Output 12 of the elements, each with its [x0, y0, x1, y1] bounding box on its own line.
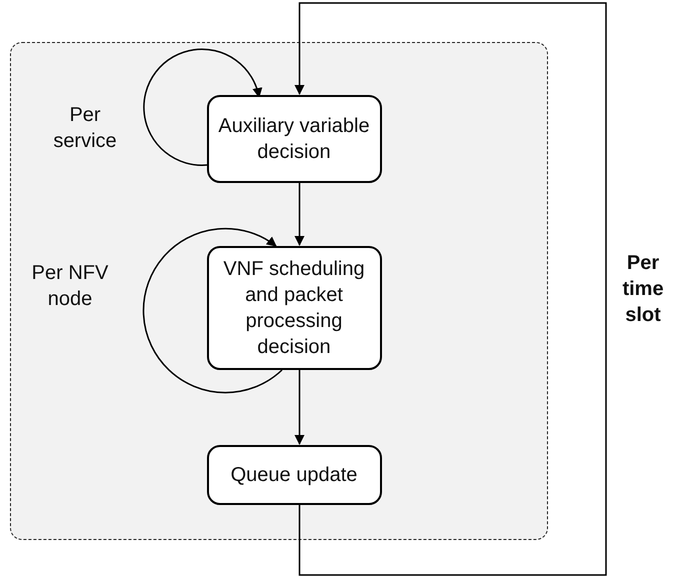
edge-label: Per NFV node [30, 261, 110, 312]
arrow [294, 183, 304, 246]
edge-label: Per time slot [621, 251, 665, 328]
arrow [294, 2, 607, 576]
group-background [10, 42, 548, 540]
loop-arrow [143, 48, 262, 166]
edge-label: Per service [52, 103, 118, 154]
process-box: VNF scheduling and packet processing decision [206, 246, 382, 370]
arrow [294, 370, 304, 445]
process-box: Queue update [206, 444, 382, 504]
loop-arrow [142, 228, 282, 394]
process-box: Auxiliary variable decision [206, 94, 382, 182]
